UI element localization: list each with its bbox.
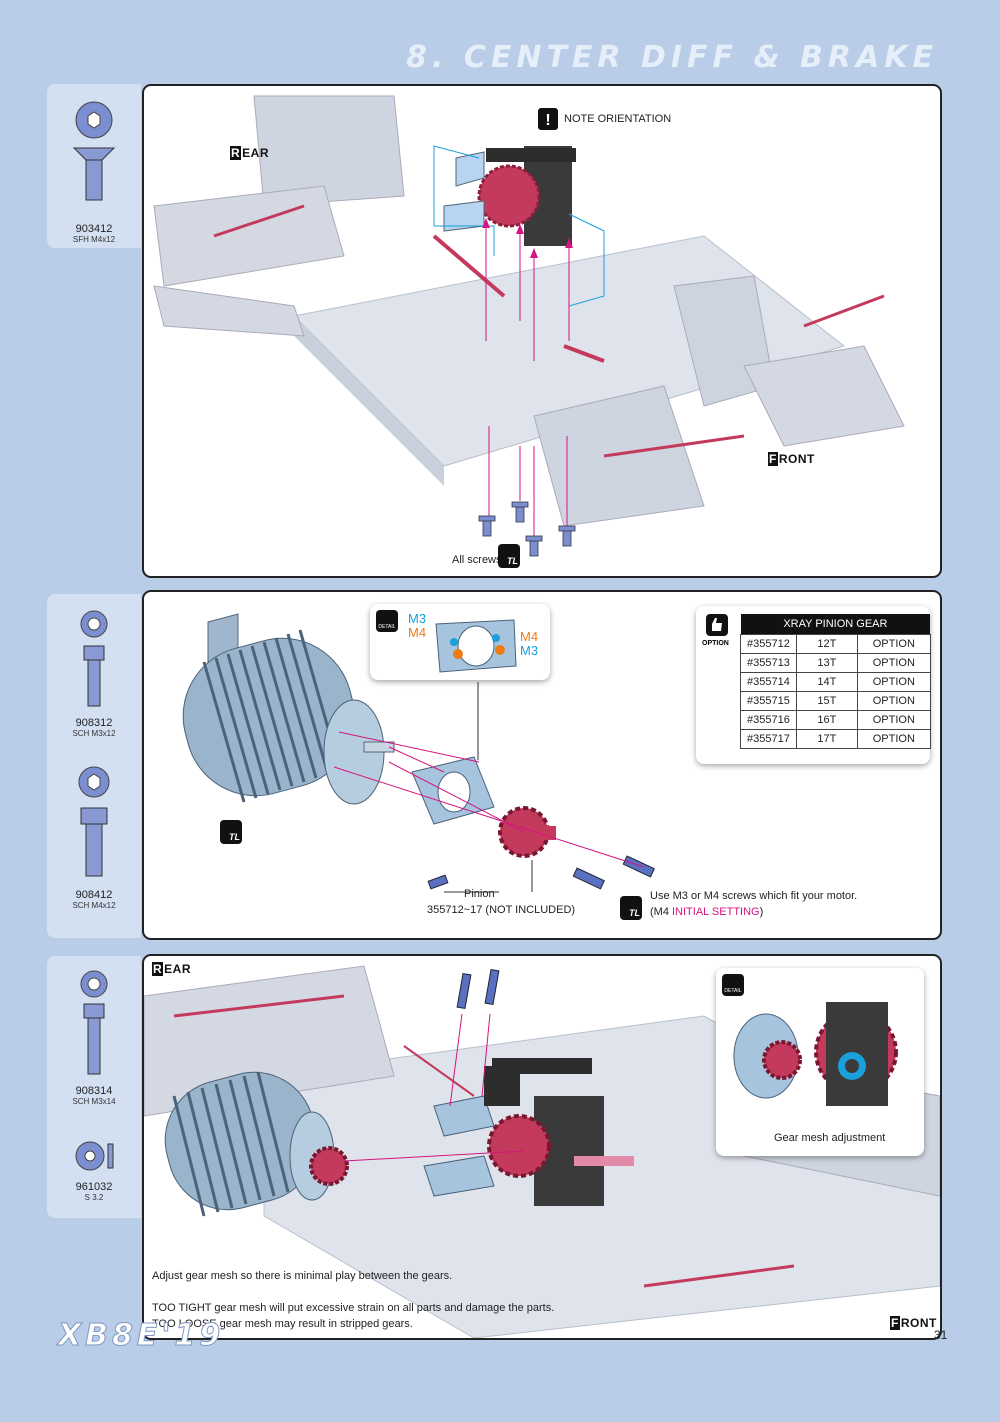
threadlock-icon: TL xyxy=(620,896,642,920)
part-number: 903412 xyxy=(75,223,113,235)
part-desc: SCH M4x12 xyxy=(72,901,116,910)
screw-part-908314: 908314 SCH M3x14 xyxy=(47,968,141,1106)
part-number: 908314 xyxy=(75,1085,113,1097)
instruction-line-3: TOO LOOSE gear mesh may result in stripp… xyxy=(152,1318,413,1330)
motor-mount-detail xyxy=(435,619,517,673)
thumbs-up-icon xyxy=(706,614,728,636)
flat-head-screw-icon xyxy=(72,101,116,201)
screw-part-908312: 908312 SCH M3x12 xyxy=(47,608,141,738)
xray-model-logo: XB8E'19 xyxy=(57,1318,225,1354)
parts-sidebar-3: 908314 SCH M3x14 961032 S 3.2 xyxy=(47,956,141,1218)
instruction-line-2: TOO TIGHT gear mesh will put excessive s… xyxy=(152,1302,555,1314)
warning-icon xyxy=(538,108,558,130)
page-number: 31 xyxy=(934,1328,948,1342)
note-orientation-label: NOTE ORIENTATION xyxy=(564,113,672,125)
table-title: XRAY PINION GEAR xyxy=(740,614,931,635)
part-desc: S 3.2 xyxy=(84,1193,104,1202)
washer-part-961032: 961032 S 3.2 xyxy=(47,1140,141,1202)
chassis-illustration-1: ! xyxy=(153,95,905,557)
option-label: OPTION xyxy=(702,640,729,647)
part-desc: SCH M3x12 xyxy=(72,729,116,738)
detail-left-labels: M3 M4 xyxy=(408,611,427,640)
screw-part-903412: 903412 SFH M4x12 xyxy=(47,98,141,244)
part-desc: SFH M4x12 xyxy=(72,235,116,244)
threadlock-icon: TL xyxy=(498,544,520,568)
threadlock-icon: TL xyxy=(220,820,242,844)
gear-mesh-detail-image xyxy=(733,1002,898,1106)
parts-sidebar-2: 908312 SCH M3x12 908412 SCH M4x12 xyxy=(47,594,141,938)
detail-icon: DETAIL xyxy=(722,974,744,996)
gear-mesh-illustration xyxy=(144,965,940,1338)
all-screws-label: All screws xyxy=(452,554,502,566)
detail-right-labels: M4 M3 xyxy=(520,629,539,658)
cap-head-screw-icon xyxy=(78,766,110,877)
screw-note-line1: Use M3 or M4 screws which fit your motor… xyxy=(650,890,858,902)
instruction-line-1: Adjust gear mesh so there is minimal pla… xyxy=(152,1270,453,1282)
part-desc: SCH M3x14 xyxy=(72,1097,116,1106)
screw-part-908412: 908412 SCH M4x12 xyxy=(47,764,141,910)
gear-mesh-detail-box: DETAIL Gear mesh adjustment xyxy=(716,968,924,1156)
svg-text:!: ! xyxy=(545,112,550,129)
page-title: 8. CENTER DIFF & BRAKE xyxy=(406,40,938,75)
gear-mesh-caption: Gear mesh adjustment xyxy=(774,1132,886,1144)
screw-note-line2: (M4 INITIAL SETTING) xyxy=(650,906,764,918)
detail-icon: DETAIL xyxy=(376,610,398,632)
part-number: 961032 xyxy=(75,1181,113,1193)
pinion-label: Pinion xyxy=(464,888,495,900)
washer-icon xyxy=(75,1141,114,1171)
detail-callout-mount: DETAIL M3 M4 M4 M3 xyxy=(370,604,550,680)
pinion-note: 355712~17 (NOT INCLUDED) xyxy=(427,904,576,916)
part-number: 908312 xyxy=(75,717,113,729)
part-number: 908412 xyxy=(75,889,113,901)
parts-sidebar-1: 903412 SFH M4x12 xyxy=(47,84,141,248)
cap-head-screw-icon xyxy=(80,970,108,1075)
cap-head-screw-icon xyxy=(80,610,108,707)
